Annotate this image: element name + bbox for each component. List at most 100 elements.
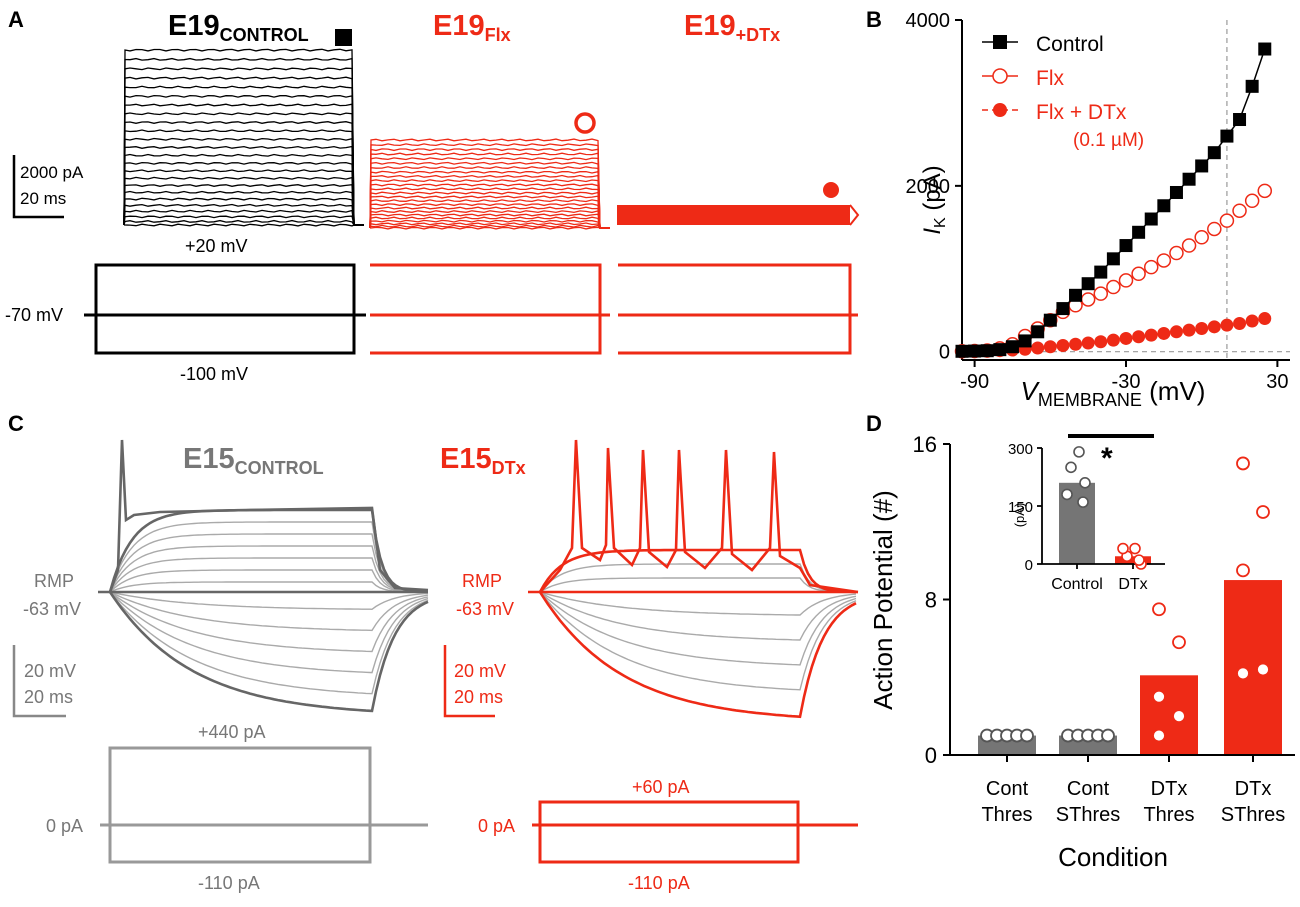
panel-c-control-step-top: +440 pA	[198, 722, 266, 742]
panel-a-title-control: E19CONTROL	[168, 10, 309, 45]
chart-d-x-tick-label: DTx	[1151, 778, 1188, 800]
chart-d-inset-y-tick-label: 150	[1008, 499, 1033, 516]
chart-b-point	[1106, 252, 1120, 266]
current-trace	[369, 191, 610, 229]
chart-b-point	[1233, 113, 1247, 127]
chart-d-inset-bar	[1115, 556, 1151, 564]
current-trace	[123, 57, 364, 226]
chart-b-point	[1195, 159, 1209, 173]
current-trace	[369, 203, 610, 229]
chart-d-point	[1152, 728, 1166, 743]
chart-b-x-tick-label: -90	[960, 371, 989, 393]
current-trace	[123, 121, 364, 226]
current-trace	[123, 161, 364, 226]
current-trace	[369, 206, 610, 229]
chart-d-y-tick-label: 16	[913, 432, 937, 457]
chart-b-y-tick-label: 2000	[906, 176, 951, 198]
panel-c-traces-dtx	[528, 439, 859, 719]
legend-dtx-note: (0.1 µM)	[1073, 130, 1144, 151]
panel-a-title-dtx-sub: +DTx	[736, 25, 781, 45]
chart-b-point	[968, 344, 982, 358]
voltage-trace	[109, 591, 429, 695]
panel-a-protocol-dtx	[618, 263, 858, 355]
chart-d-x-tick-label: Cont	[986, 778, 1029, 800]
chart-b-point	[1207, 320, 1221, 334]
current-trace	[123, 103, 364, 226]
voltage-trace	[108, 591, 429, 713]
panel-d-label: D	[866, 411, 882, 436]
chart-b-point	[1245, 79, 1259, 93]
chart-d-inset-x-tick-label: DTx	[1118, 576, 1147, 593]
legend-open-circle-icon	[992, 68, 1008, 84]
panel-c-dtx-step-top: +60 pA	[632, 777, 690, 797]
chart-d-point	[1256, 662, 1270, 677]
chart-b-ylabel-rest: (pA)	[919, 165, 946, 217]
chart-b-point	[1232, 203, 1247, 218]
panel-a: A E19CONTROL E19Flx E19+DTx 2000 pA 20 m…	[5, 7, 860, 384]
chart-b-point	[1182, 323, 1196, 337]
chart-b-point	[1018, 334, 1032, 348]
chart-b-point	[1093, 286, 1109, 301]
dtx-filled-circle-marker-icon	[823, 182, 839, 198]
current-trace	[369, 224, 610, 229]
panel-a-voltage-bottom: -100 mV	[180, 364, 248, 384]
current-trace	[369, 174, 610, 229]
current-trace	[123, 85, 364, 226]
panel-c-label: C	[8, 411, 24, 436]
chart-d-bar	[1140, 675, 1198, 755]
voltage-trace	[109, 533, 429, 593]
chart-d-inset-point	[1073, 446, 1085, 458]
chart-b-x-tick-label: -30	[1112, 371, 1141, 393]
chart-d-inset-x-tick-label: Control	[1051, 576, 1103, 593]
voltage-trace	[538, 591, 857, 719]
chart-b-point	[1080, 292, 1096, 307]
current-trace	[123, 94, 364, 226]
panel-c-dtx-step-bottom: -110 pA	[628, 873, 690, 893]
voltage-trace	[539, 591, 857, 691]
chart-d-inset-point	[1065, 461, 1077, 474]
chart-b-point	[1233, 317, 1247, 331]
current-trace	[369, 183, 610, 229]
chart-d-ylabel: Action Potential (#)	[868, 490, 898, 710]
chart-d: 0816ContThresContSThresDTxThresDTxSThres…	[913, 432, 1295, 826]
panel-c-traces-control	[98, 439, 429, 713]
chart-b-xlabel: VMEMBRANE (mV)	[1021, 376, 1206, 410]
panel-c-scale-time-dtx: 20 ms	[454, 687, 503, 707]
chart-d-bar	[1224, 580, 1282, 755]
voltage-trace	[109, 591, 429, 674]
chart-b-point	[1106, 279, 1121, 295]
current-trace	[369, 219, 610, 229]
chart-d-x-tick-label: SThres	[1221, 804, 1285, 826]
chart-d-point	[1172, 709, 1186, 724]
panel-a-title-dtx: E19+DTx	[684, 10, 780, 45]
panel-c-title-control-sub: CONTROL	[235, 458, 324, 478]
chart-d-inset-point	[1077, 496, 1089, 508]
panel-a-voltage-hold: -70 mV	[5, 305, 63, 325]
flx-open-circle-marker-icon	[574, 112, 596, 134]
chart-b-point	[1069, 288, 1083, 302]
current-trace	[123, 145, 364, 226]
chart-d-point	[1172, 635, 1186, 650]
panel-a-traces-flx	[369, 138, 610, 230]
chart-b-point	[1118, 273, 1134, 288]
chart-b-point	[1094, 265, 1108, 279]
voltage-trace	[109, 591, 429, 653]
panel-a-title-control-main: E19	[168, 10, 220, 42]
spike-trace	[108, 439, 429, 593]
current-trace	[123, 215, 364, 226]
chart-b-point	[1244, 193, 1260, 209]
chart-b-point	[955, 344, 969, 358]
chart-b-point	[1031, 325, 1045, 339]
chart-d-inset-significance: *	[1101, 442, 1113, 475]
voltage-trace	[109, 557, 428, 593]
chart-b-series-line	[961, 48, 1266, 353]
chart-b-xlabel-main: V	[1021, 376, 1041, 406]
panel-a-title-flx-sub: Flx	[485, 25, 511, 45]
current-trace	[369, 143, 610, 229]
current-trace	[123, 169, 364, 226]
voltage-trace	[109, 591, 429, 611]
voltage-trace	[539, 577, 857, 593]
current-trace	[123, 67, 364, 226]
chart-b-point	[1258, 42, 1272, 56]
